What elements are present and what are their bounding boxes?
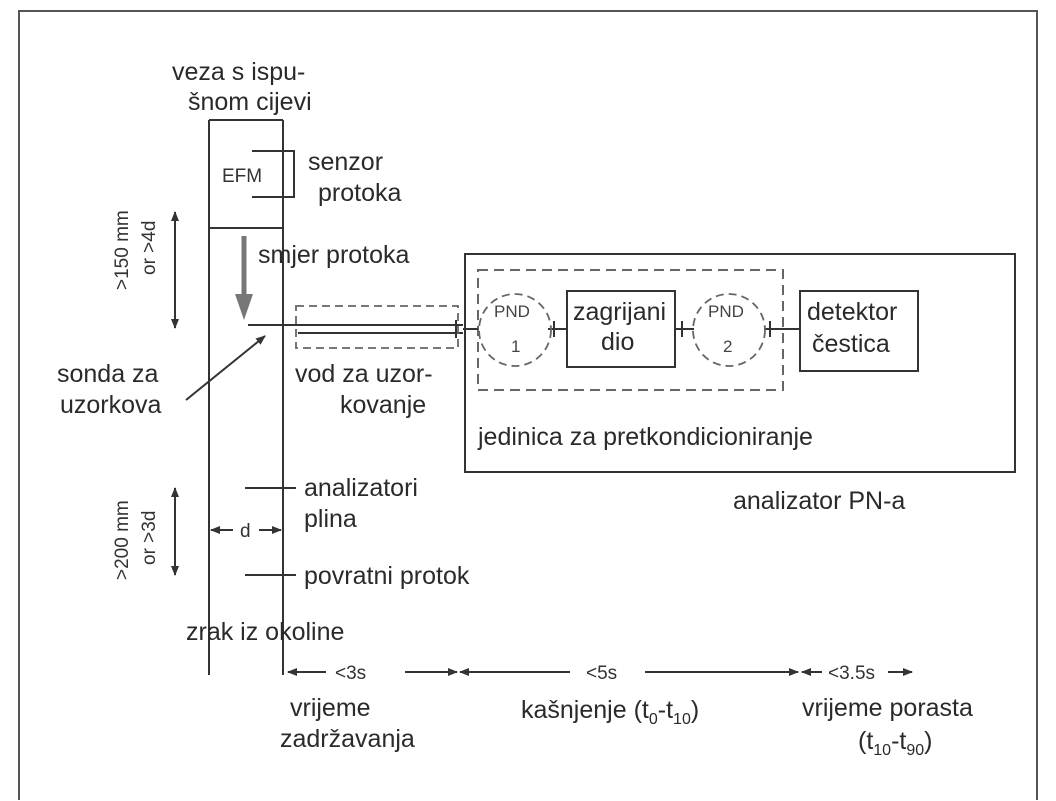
upper-dimension-line1: >150 mm (112, 210, 133, 290)
flow-direction-label: smjer protoka (258, 241, 410, 269)
efm-bracket (252, 150, 295, 198)
probe-label-line2: uzorkova (60, 391, 162, 419)
diagram-frame (18, 10, 1038, 800)
residence-time-value: <3s (335, 663, 366, 684)
pnd2-label: PND (708, 302, 744, 321)
delay-label: kašnjenje (t0-t10) (521, 696, 699, 728)
efm-label: EFM (222, 166, 262, 187)
pnd1-number: 1 (511, 337, 520, 356)
residence-label-line1: vrijeme (290, 694, 371, 722)
exhaust-connection-line1: veza s ispu- (172, 58, 305, 86)
heated-label-line1: zagrijani (573, 298, 666, 326)
rise-label-line1: vrijeme porasta (802, 694, 973, 722)
lower-dimension-line1: >200 mm (112, 500, 133, 580)
heated-label-line2: dio (601, 328, 634, 356)
residence-label-line2: zadržavanja (280, 725, 415, 753)
pn-analyzer-box (464, 253, 1016, 473)
exhaust-connection-line2: šnom cijevi (188, 88, 312, 116)
probe-label-line1: sonda za (57, 360, 159, 388)
pnd1-circle (478, 293, 552, 367)
gas-analyzers-line1: analizatori (304, 474, 418, 502)
analyzer-label: analizator PN-a (733, 487, 905, 515)
upper-dimension-line2: or >4d (139, 221, 160, 275)
flow-arrow-head (235, 294, 253, 320)
return-flow-label: povratni protok (304, 562, 470, 590)
pnd1-label: PND (494, 302, 530, 321)
sampling-line-label1: vod za uzor- (295, 360, 433, 388)
probe-pointer-arrow (185, 335, 266, 401)
flow-sensor-line2: protoka (318, 179, 401, 207)
lower-dimension-line2: or >3d (139, 511, 160, 565)
heated-section-box (566, 290, 676, 368)
detector-label-line1: detektor (807, 298, 897, 326)
ambient-air-label: zrak iz okoline (186, 618, 344, 646)
sampling-line-label2: kovanje (340, 391, 426, 419)
pnd2-circle (692, 293, 766, 367)
particle-detector-box (799, 290, 919, 372)
flow-sensor-line1: senzor (308, 148, 383, 176)
gas-analyzers-line2: plina (304, 505, 357, 533)
diameter-label: d (240, 521, 251, 542)
detector-label-line2: čestica (812, 330, 890, 358)
rise-time-value: <3.5s (828, 663, 875, 684)
delay-time-value: <5s (586, 663, 617, 684)
pnd2-number: 2 (723, 337, 732, 356)
sampling-line-box (295, 305, 459, 349)
preconditioning-label: jedinica za pretkondicioniranje (477, 423, 813, 451)
rise-label-line2: (t10-t90) (858, 727, 932, 759)
